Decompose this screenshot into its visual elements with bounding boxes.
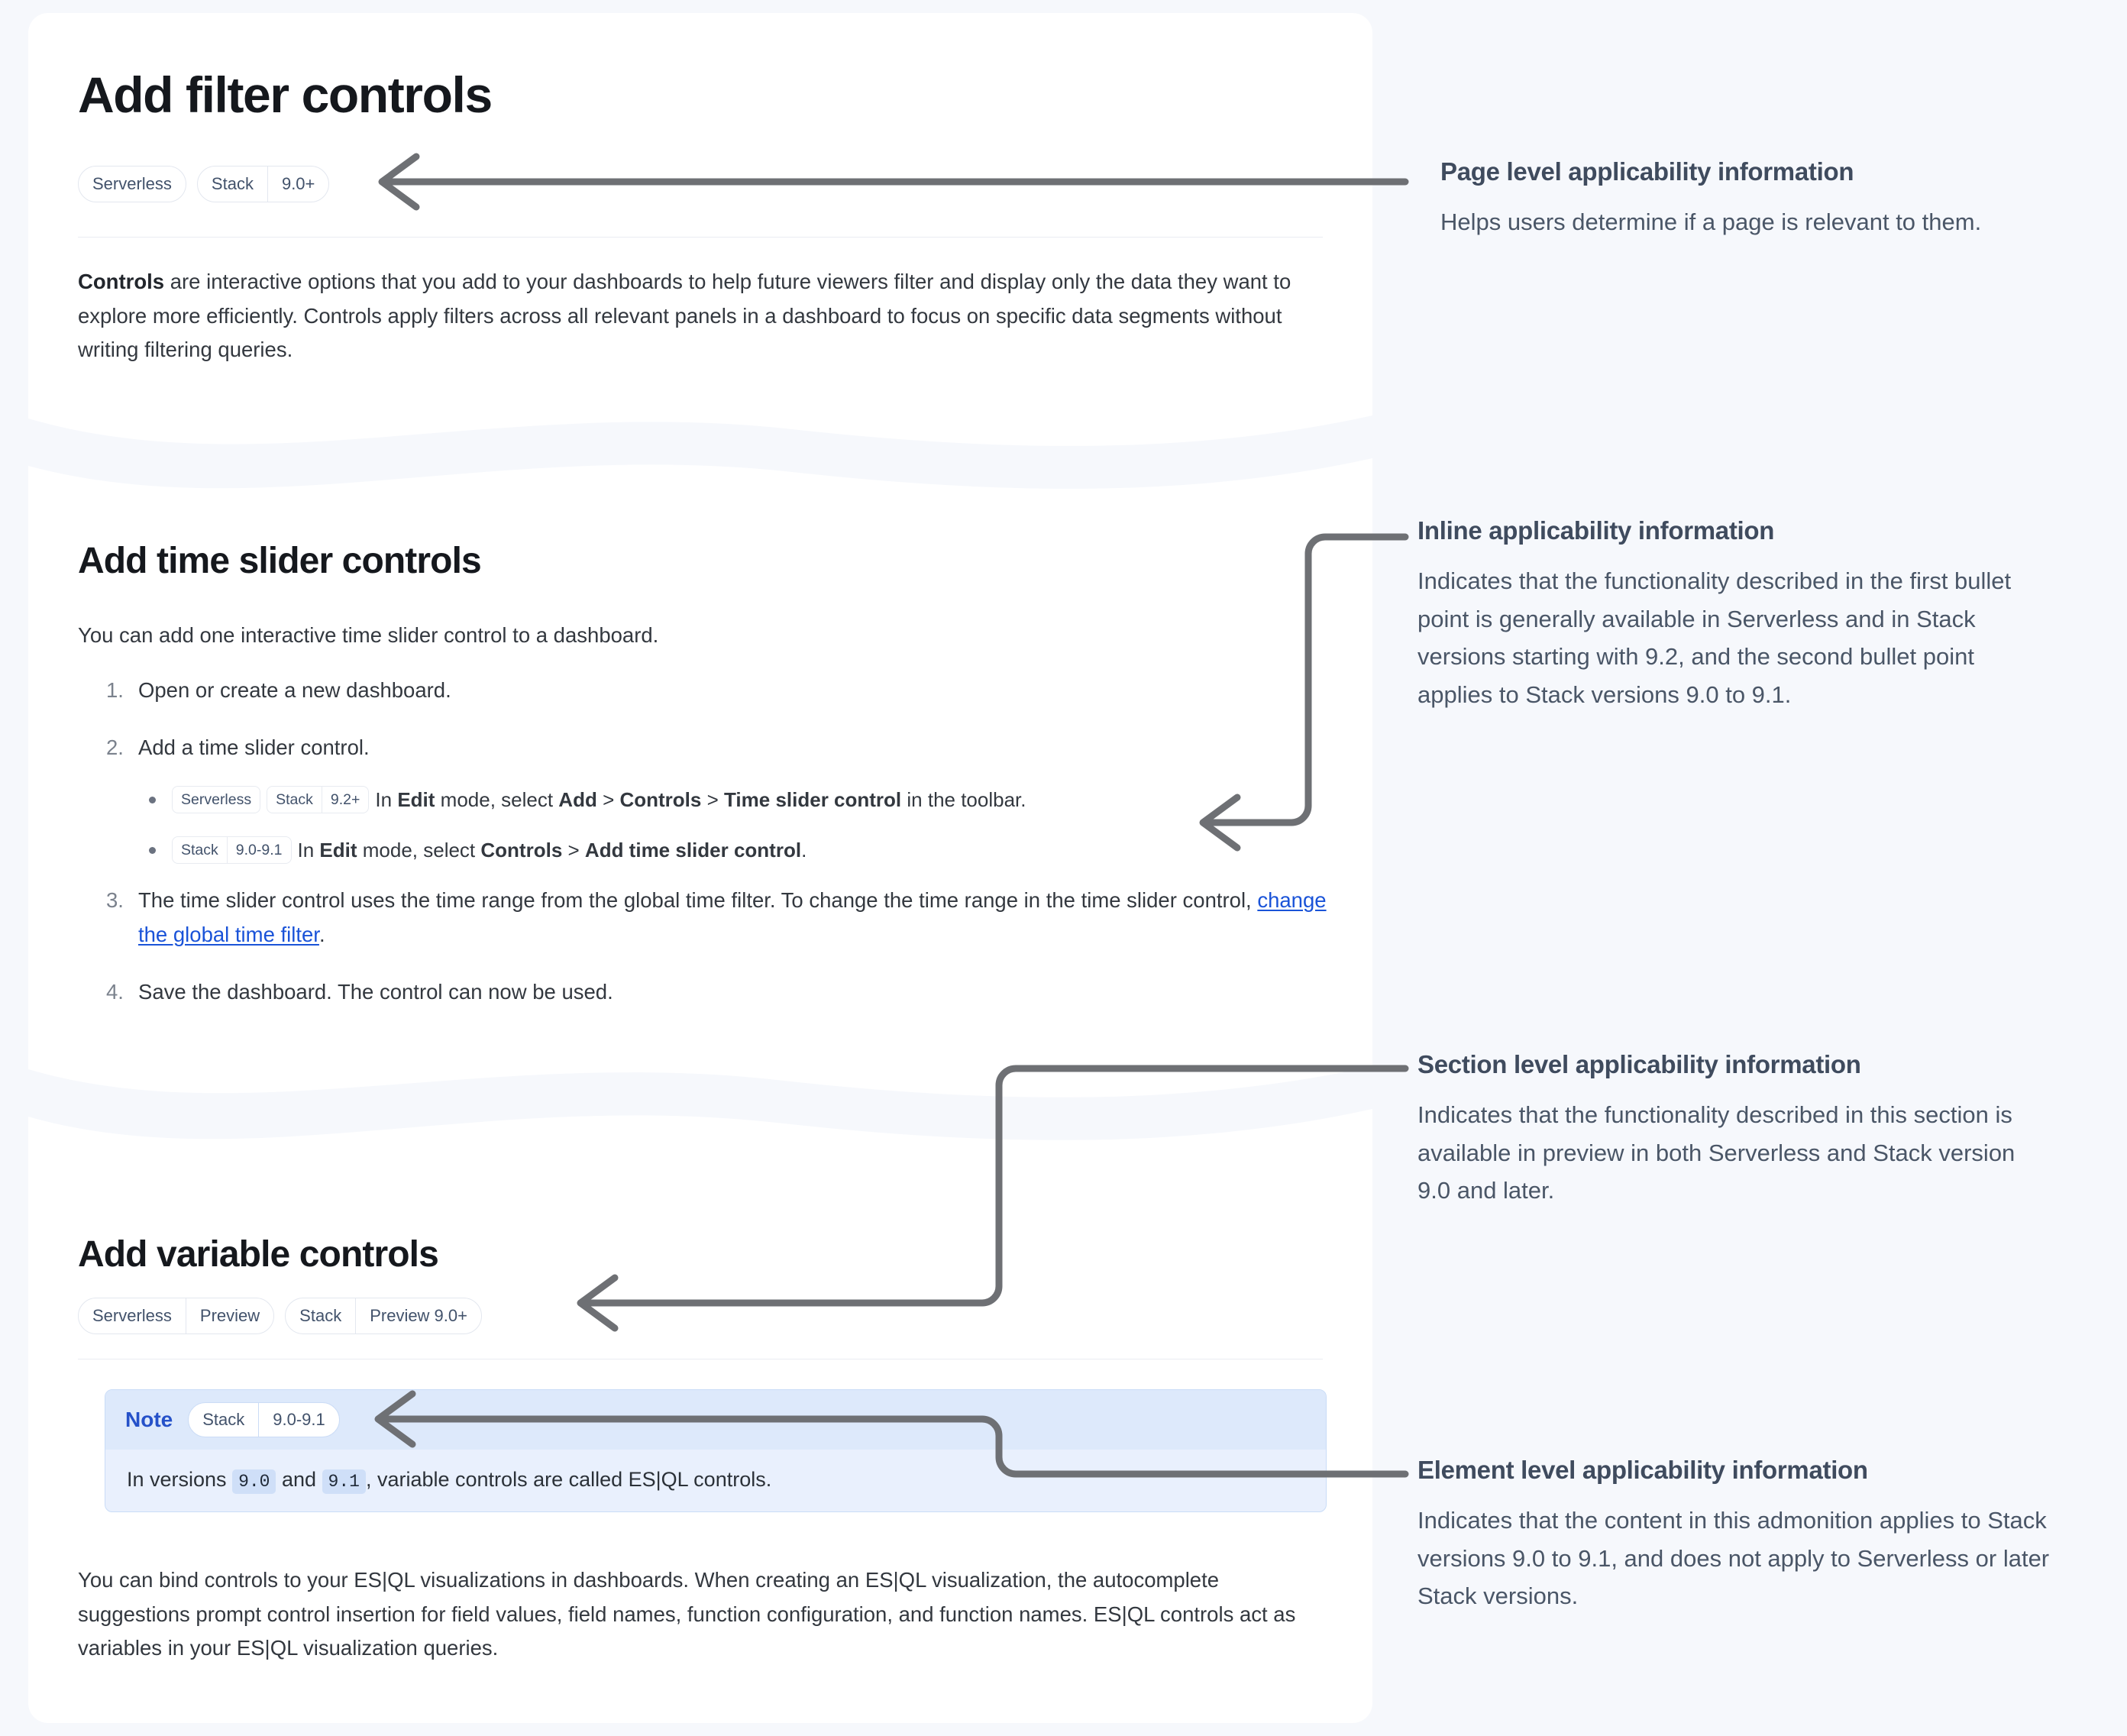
badge-segment-label: Serverless: [92, 174, 172, 193]
documentation-panel: Add filter controls Serverless Stack 9.0…: [28, 13, 1372, 1723]
variable-controls-paragraph: You can bind controls to your ES|QL visu…: [78, 1568, 1296, 1660]
annotation-section-level: Section level applicability information …: [1417, 1050, 2051, 1210]
badge-segment-label: Stack: [276, 790, 313, 808]
note-label: Note: [125, 1408, 173, 1431]
badge-segment-label: Stack: [299, 1306, 342, 1325]
step-text-tail: .: [318, 923, 325, 947]
list-item: 2. Add a time slider control. Serverless…: [106, 731, 1328, 868]
annotation-element-level: Element level applicability information …: [1417, 1456, 2051, 1615]
list-item: Serverless Stack 9.2+ In Edit mode, sele…: [138, 783, 1328, 816]
code-version-91: 9.1: [322, 1469, 366, 1494]
time-slider-sub-bullets: Serverless Stack 9.2+ In Edit mode, sele…: [138, 783, 1328, 867]
page-applicability-badges: Serverless Stack 9.0+: [78, 166, 330, 202]
change-global-time-filter-link[interactable]: change the global time filter: [138, 888, 1327, 947]
list-item: 1. Open or create a new dashboard.: [106, 674, 1328, 708]
step-number: 4.: [106, 979, 124, 1004]
badge-serverless-preview[interactable]: Serverless Preview: [78, 1298, 275, 1334]
note-admonition: Note Stack 9.0-9.1 In versions 9.0 and 9…: [105, 1389, 1327, 1512]
bullet-text-prefix: In: [375, 788, 398, 812]
bullet-bold-1: Edit: [397, 788, 435, 812]
bullet-bold-2: Add: [558, 788, 597, 812]
annotation-heading: Inline applicability information: [1417, 516, 1775, 545]
intro-paragraph: Controls are interactive options that yo…: [78, 265, 1308, 367]
badge-stack[interactable]: Stack 9.0+: [196, 166, 330, 202]
intro-rest: are interactive options that you add to …: [78, 270, 1291, 362]
annotation-heading: Element level applicability information: [1417, 1456, 1868, 1484]
bullet-text-mid: mode, select: [435, 788, 559, 812]
section-applicability-badges: Serverless Preview Stack Preview 9.0+: [78, 1298, 482, 1334]
section-heading-variable-controls: Add variable controls: [78, 1234, 439, 1275]
badge-segment-version: 9.0-9.1: [226, 837, 291, 864]
page-title: Add filter controls: [78, 66, 493, 123]
bullet-text-mid: mode, select: [357, 839, 481, 862]
badge-segment-version: 9.0-9.1: [258, 1403, 339, 1437]
bullet-dot: [149, 847, 156, 855]
annotation-heading: Section level applicability information: [1417, 1050, 1861, 1078]
step-text: Add a time slider control.: [138, 735, 370, 759]
section-heading-time-slider: Add time slider controls: [78, 541, 482, 581]
badge-segment-label: Stack: [202, 1410, 245, 1429]
wave-divider-2: [28, 1066, 1372, 1161]
step-text: The time slider control uses the time ra…: [138, 888, 1258, 913]
badge-serverless[interactable]: Serverless: [78, 166, 186, 202]
badge-stack-preview[interactable]: Stack Preview 9.0+: [285, 1298, 482, 1334]
header-divider: [78, 237, 1323, 238]
code-version-90: 9.0: [232, 1469, 276, 1494]
annotation-body: Helps users determine if a page is relev…: [1440, 209, 1982, 235]
bullet-bold-4: Time slider control: [724, 788, 902, 812]
bullet-sep-2: >: [701, 788, 725, 812]
bullet-bold-2: Controls: [480, 839, 563, 862]
badge-segment-lifecycle: Preview: [185, 1298, 273, 1334]
annotation-inline: Inline applicability information Indicat…: [1417, 516, 2051, 713]
note-text-b: and: [276, 1468, 322, 1491]
bullet-bold-3: Add time slider control: [584, 839, 802, 862]
bullet-dot: [149, 797, 156, 804]
badge-segment-label: Stack: [181, 841, 218, 858]
list-item: Stack 9.0-9.1 In Edit mode, select Contr…: [138, 833, 1328, 867]
inline-badge-serverless[interactable]: Serverless: [172, 786, 261, 814]
badge-segment-label: Stack: [211, 174, 254, 193]
note-body: In versions 9.0 and 9.1, variable contro…: [105, 1450, 1326, 1511]
annotation-body: Indicates that the functionality describ…: [1417, 1101, 2015, 1204]
note-header: Note Stack 9.0-9.1: [105, 1390, 1326, 1450]
bullet-text-prefix: In: [297, 839, 320, 862]
annotation-body: Indicates that the content in this admon…: [1417, 1507, 2050, 1610]
bullet-bold-3: Controls: [619, 788, 702, 812]
time-slider-steps: 1. Open or create a new dashboard. 2. Ad…: [106, 674, 1328, 1032]
bullet-sep-1: >: [596, 788, 620, 812]
badge-segment-version: 9.0+: [267, 166, 328, 202]
bullet-text-suffix: .: [801, 839, 807, 862]
inline-badge-stack[interactable]: Stack 9.0-9.1: [172, 836, 292, 865]
note-badge-stack[interactable]: Stack 9.0-9.1: [188, 1402, 340, 1437]
step-number: 3.: [106, 888, 124, 913]
wave-divider-1: [28, 415, 1372, 512]
step-text: Save the dashboard. The control can now …: [138, 979, 613, 1004]
bullet-bold-1: Edit: [319, 839, 357, 862]
bullet-text-suffix: in the toolbar.: [901, 788, 1026, 812]
list-item: 4. Save the dashboard. The control can n…: [106, 975, 1328, 1010]
step-number: 2.: [106, 735, 124, 759]
note-text-a: In versions: [127, 1468, 233, 1491]
bullet-sep-1: >: [562, 839, 585, 862]
step-text: Open or create a new dashboard.: [138, 678, 451, 702]
note-text-c: , variable controls are called ES|QL con…: [365, 1468, 772, 1491]
annotation-heading: Page level applicability information: [1440, 157, 1854, 186]
list-item: 3. The time slider control uses the time…: [106, 884, 1328, 952]
badge-segment-label: Serverless: [181, 790, 252, 808]
badge-segment-label: Serverless: [92, 1306, 172, 1325]
annotation-page-level: Page level applicability information Hel…: [1440, 157, 2074, 241]
step-number: 1.: [106, 678, 124, 702]
badge-segment-lifecycle-version: Preview 9.0+: [355, 1298, 481, 1334]
annotation-body: Indicates that the functionality describ…: [1417, 567, 2012, 708]
time-slider-intro: You can add one interactive time slider …: [78, 623, 659, 647]
inline-badge-stack[interactable]: Stack 9.2+: [267, 786, 370, 814]
badge-segment-version: 9.2+: [321, 787, 368, 813]
intro-lead: Controls: [78, 270, 165, 293]
